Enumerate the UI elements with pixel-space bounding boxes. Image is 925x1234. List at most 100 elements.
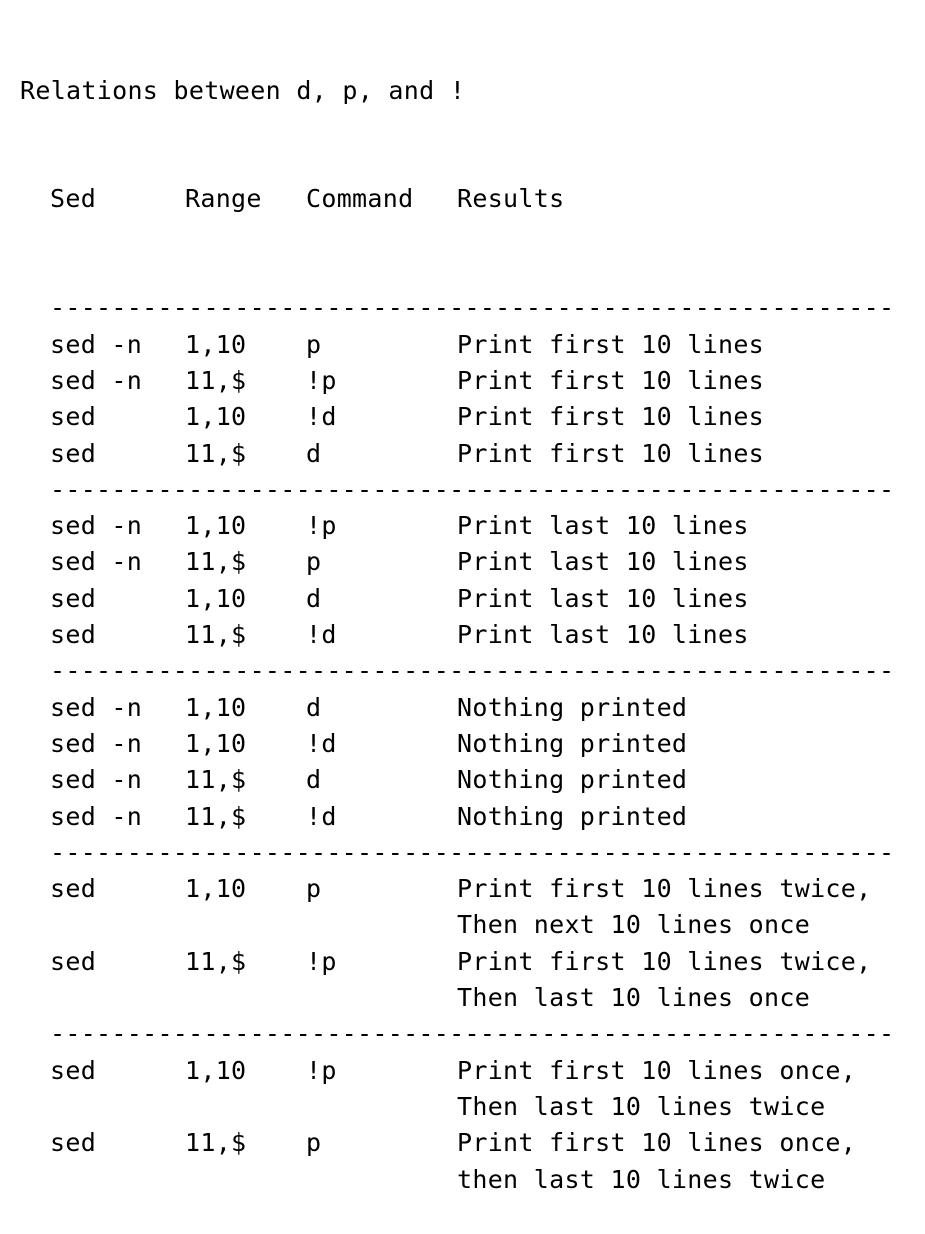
separator-line: ----------------------------------------… — [20, 653, 896, 689]
separator-line: ----------------------------------------… — [20, 472, 896, 508]
cell-results: Nothing printed — [457, 728, 688, 758]
cell-range: 11,$ — [185, 547, 247, 577]
table-row-continuation: then last 10 lines twice — [20, 1162, 896, 1198]
cell-command — [306, 1162, 457, 1198]
separator-dashes: ----------------------------------------… — [50, 656, 896, 686]
cell-command: !d — [306, 620, 337, 650]
separator-dashes: ----------------------------------------… — [50, 837, 896, 867]
cell-range: 1,10 — [185, 511, 247, 541]
cell-sed: sed — [50, 1055, 97, 1085]
document-title: Relations between d, p, and ! — [20, 73, 896, 109]
cell-results: then last 10 lines twice — [457, 1164, 826, 1194]
indent — [20, 726, 50, 762]
indent — [20, 290, 50, 326]
table-row: sed 11,$ d Print first 10 lines — [20, 436, 896, 472]
indent — [20, 980, 50, 1016]
header-range: Range — [185, 184, 262, 214]
cell-range: 11,$ — [185, 1128, 247, 1158]
cell-results: Then last 10 lines once — [457, 983, 811, 1013]
indent — [20, 581, 50, 617]
indent — [20, 799, 50, 835]
cell-sed: sed -n — [50, 692, 143, 722]
cell-range — [185, 1162, 306, 1198]
document: Relations between d, p, and ! Sed Range … — [20, 0, 896, 1234]
indent — [20, 436, 50, 472]
cell-results: Then last 10 lines twice — [457, 1091, 826, 1121]
cell-sed — [50, 980, 185, 1016]
indent — [20, 835, 50, 871]
cell-sed: sed — [50, 583, 97, 613]
cell-command: !p — [306, 511, 337, 541]
indent — [20, 762, 50, 798]
cell-results: Print first 10 lines — [457, 329, 765, 359]
separator-line: ----------------------------------------… — [20, 835, 896, 871]
cell-range: 1,10 — [185, 402, 247, 432]
cell-range: 1,10 — [185, 728, 247, 758]
header-results: Results — [457, 184, 565, 214]
cell-results: Then next 10 lines once — [457, 910, 811, 940]
cell-sed: sed -n — [50, 365, 143, 395]
indent — [20, 1016, 50, 1052]
cell-range: 1,10 — [185, 583, 247, 613]
cell-sed: sed — [50, 1128, 97, 1158]
cell-command: p — [306, 1128, 322, 1158]
cell-sed: sed — [50, 438, 97, 468]
cell-sed: sed -n — [50, 547, 143, 577]
cell-command: !p — [306, 1055, 337, 1085]
cell-range: 11,$ — [185, 801, 247, 831]
header-command: Command — [306, 184, 414, 214]
cell-results: Print first 10 lines — [457, 365, 765, 395]
cell-command — [306, 907, 457, 943]
cell-sed: sed — [50, 946, 97, 976]
cell-range — [185, 907, 306, 943]
cell-results: Print first 10 lines twice, — [457, 946, 872, 976]
cell-command: d — [306, 765, 322, 795]
cell-range: 11,$ — [185, 438, 247, 468]
cell-range — [185, 980, 306, 1016]
cell-range: 1,10 — [185, 692, 247, 722]
indent — [20, 508, 50, 544]
cell-command: d — [306, 692, 322, 722]
indent — [20, 1162, 50, 1198]
cell-command: p — [306, 547, 322, 577]
cell-results: Nothing printed — [457, 692, 688, 722]
cell-sed — [50, 907, 185, 943]
indent — [20, 1125, 50, 1161]
cell-command: !p — [306, 365, 337, 395]
header-sed: Sed — [50, 184, 97, 214]
cell-results: Nothing printed — [457, 765, 688, 795]
indent — [20, 653, 50, 689]
table-row-continuation: Then last 10 lines once — [20, 980, 896, 1016]
cell-range: 1,10 — [185, 874, 247, 904]
separator-line: ----------------------------------------… — [20, 1016, 896, 1052]
table-row-continuation: Then last 10 lines twice — [20, 1089, 896, 1125]
cell-results: Print first 10 lines — [457, 438, 765, 468]
cell-results: Print first 10 lines once, — [457, 1055, 857, 1085]
cell-command: !p — [306, 946, 337, 976]
cell-range: 11,$ — [185, 765, 247, 795]
cell-results: Print last 10 lines — [457, 511, 749, 541]
cell-command: !d — [306, 728, 337, 758]
cell-sed: sed -n — [50, 765, 143, 795]
cell-range — [185, 1089, 306, 1125]
indent — [20, 944, 50, 980]
cell-command: p — [306, 329, 322, 359]
cell-command: d — [306, 438, 322, 468]
cell-command — [306, 980, 457, 1016]
cell-range: 11,$ — [185, 946, 247, 976]
cell-range: 1,10 — [185, 329, 247, 359]
cell-sed: sed — [50, 620, 97, 650]
cell-sed: sed -n — [50, 801, 143, 831]
cell-command: p — [306, 874, 322, 904]
cell-command — [306, 1089, 457, 1125]
